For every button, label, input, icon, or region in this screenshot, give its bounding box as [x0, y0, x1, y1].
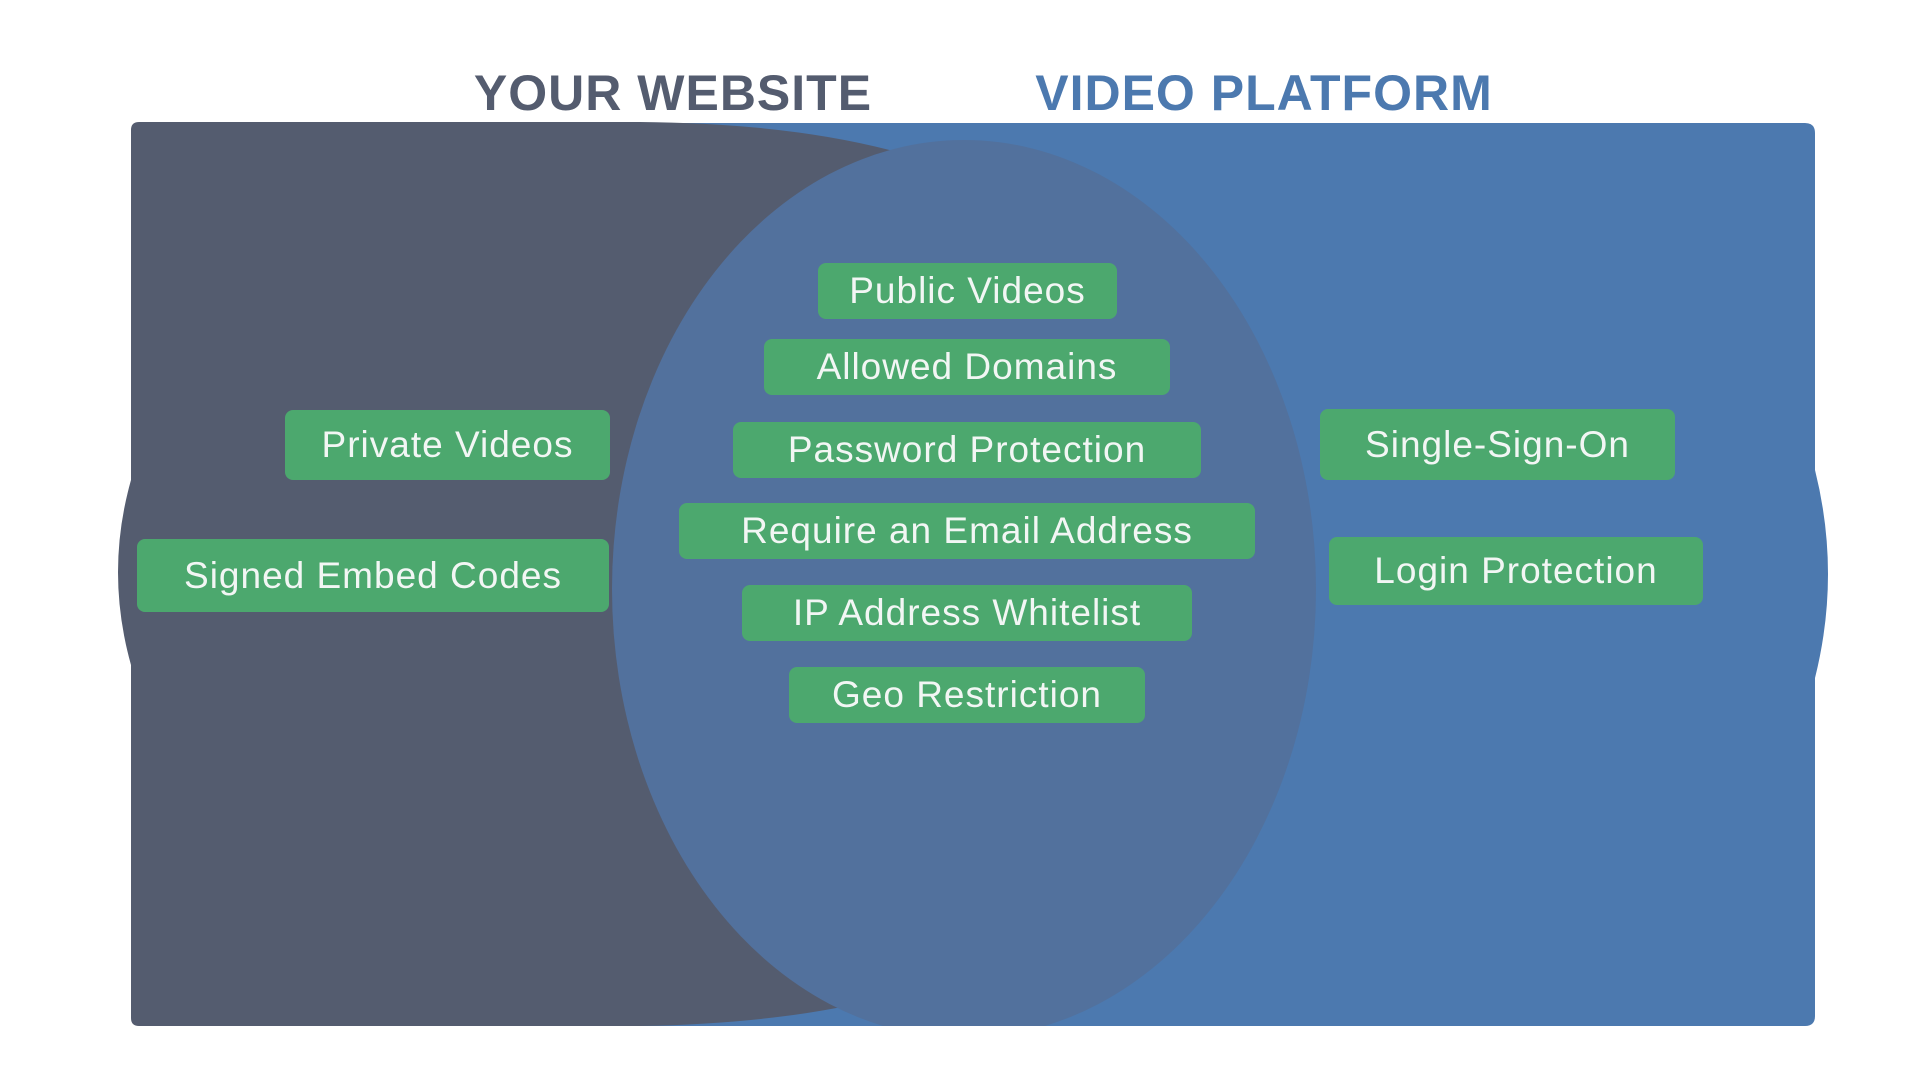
feature-badge-public-videos: Public Videos [818, 263, 1117, 319]
feature-badge-ip-whitelist: IP Address Whitelist [742, 585, 1192, 641]
feature-badge-login-protection: Login Protection [1329, 537, 1703, 605]
right-region-title: VIDEO PLATFORM [1035, 65, 1493, 121]
feature-badge-single-sign-on: Single-Sign-On [1320, 409, 1675, 480]
left-region-title: YOUR WEBSITE [473, 65, 873, 121]
feature-badge-signed-embed-codes: Signed Embed Codes [137, 539, 609, 612]
feature-badge-geo-restriction: Geo Restriction [789, 667, 1145, 723]
feature-badge-require-email: Require an Email Address [679, 503, 1255, 559]
feature-badge-password-protection: Password Protection [733, 422, 1201, 478]
feature-badge-allowed-domains: Allowed Domains [764, 339, 1170, 395]
feature-badge-private-videos: Private Videos [285, 410, 610, 480]
